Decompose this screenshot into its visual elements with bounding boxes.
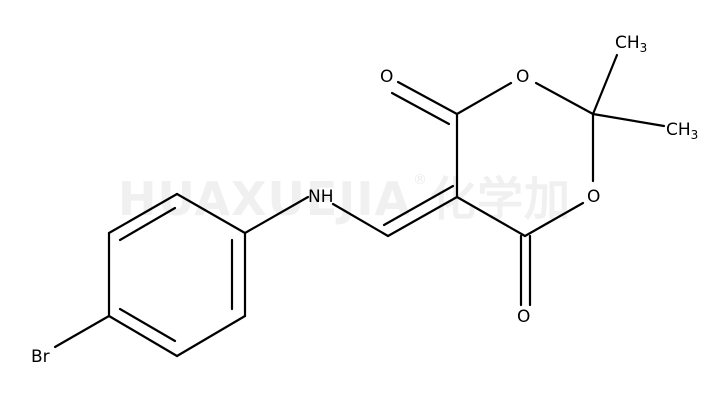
benzene-ring bbox=[107, 192, 247, 358]
atom-br: Br bbox=[31, 347, 50, 367]
bond-c2-methyl-right bbox=[591, 112, 666, 128]
bond-c4-oxygen-double bbox=[396, 80, 459, 116]
bond-benzene-2-inner bbox=[118, 206, 177, 242]
bond-benzene-2 bbox=[107, 192, 179, 235]
bond-o1-c6 bbox=[523, 201, 585, 238]
bond-o3-c2 bbox=[534, 81, 595, 116]
bond-c2-methyl-top bbox=[591, 53, 619, 116]
watermark-registered: ® bbox=[413, 172, 427, 188]
bond-benzene-1 bbox=[175, 192, 247, 235]
bond-nh-to-ch bbox=[331, 202, 390, 238]
atom-o-ketone-bottom: O bbox=[517, 307, 530, 327]
watermark-chinese: 化学加 bbox=[430, 172, 571, 226]
bond-exocyclic-double-inner bbox=[382, 184, 455, 227]
dioxane-ring bbox=[455, 81, 595, 238]
bond-ring-to-br bbox=[53, 314, 111, 349]
atom-methyl-top: CH3 bbox=[615, 33, 647, 55]
bond-exocyclic-double bbox=[386, 195, 459, 238]
bond-benzene-5 bbox=[175, 314, 247, 358]
bond-ring-to-nh bbox=[243, 195, 310, 235]
atom-o-ring-bottom: O bbox=[587, 187, 600, 207]
bond-c4-o3 bbox=[455, 81, 513, 116]
bond-c4-oxygen-double-inner bbox=[390, 91, 451, 126]
watermark-text: HUAXUEJIA bbox=[118, 172, 411, 226]
bond-c6-c5 bbox=[455, 195, 527, 238]
bond-benzene-4-inner bbox=[118, 307, 177, 343]
atom-nh: NH bbox=[308, 187, 334, 207]
atom-o-ketone-top: O bbox=[380, 67, 393, 87]
atom-methyl-right: CH3 bbox=[666, 120, 698, 142]
bond-benzene-4 bbox=[107, 314, 179, 358]
atom-o-ring-top: O bbox=[516, 67, 529, 87]
